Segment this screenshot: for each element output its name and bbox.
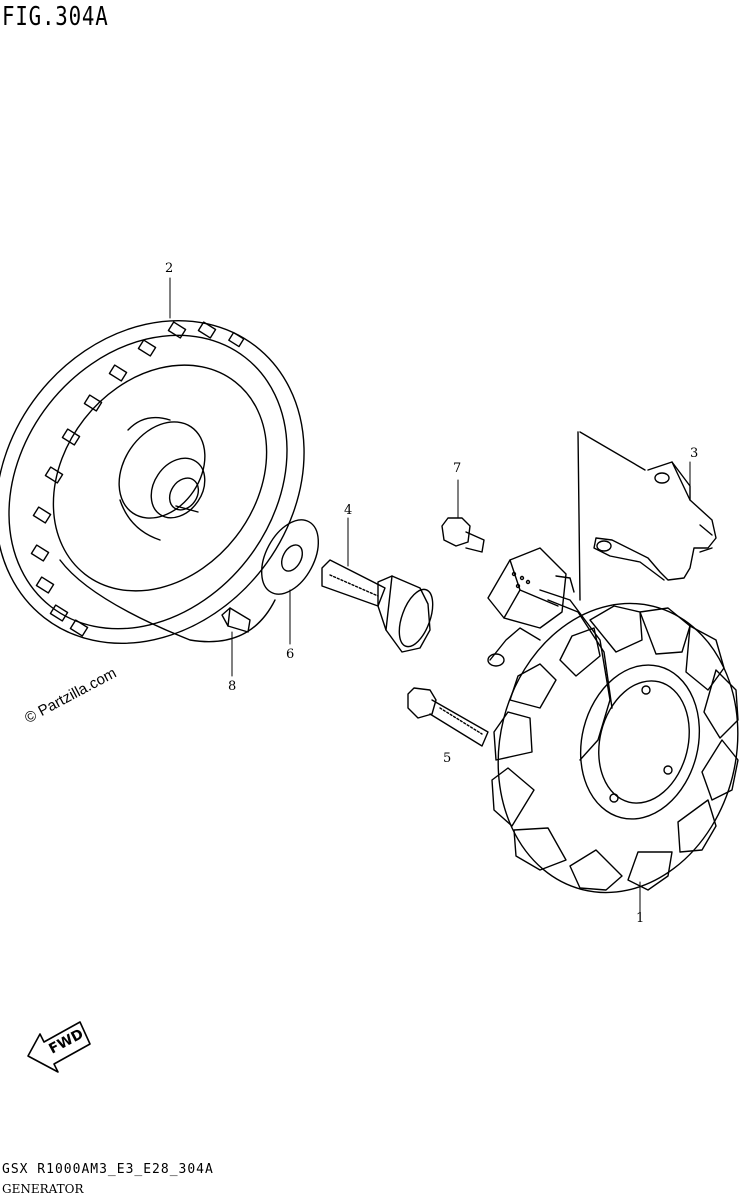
part-washer[interactable] [250,510,330,603]
part-rotor-bolt[interactable] [321,559,439,653]
callout-4: 4 [344,503,353,518]
part-stator-bolt[interactable] [407,687,489,747]
part-stator[interactable] [468,547,745,918]
figure-code: GSX R1000AM3_E3_E28_304A [2,1162,214,1177]
callout-leaders [169,277,691,921]
callout-3: 3 [690,446,699,461]
rotor-timing-slots [30,321,245,637]
callout-5: 5 [443,751,452,766]
callout-1: 1 [636,911,645,926]
figure-title: FIG.304A [2,2,109,32]
stator-connector[interactable] [487,547,575,629]
part-small-screw[interactable] [441,517,485,553]
callout-leader-3-bracket [577,431,646,601]
fwd-arrow-icon: FWD [27,1021,91,1073]
callout-7: 7 [453,461,462,476]
part-rotor[interactable] [0,259,368,705]
callout-8: 8 [228,679,237,694]
part-key[interactable] [221,607,251,633]
stator-coil-poles [491,605,739,891]
figure-name: GENERATOR [2,1182,84,1196]
part-bracket[interactable] [593,461,717,581]
callout-2: 2 [165,261,174,276]
callout-6: 6 [286,647,295,662]
